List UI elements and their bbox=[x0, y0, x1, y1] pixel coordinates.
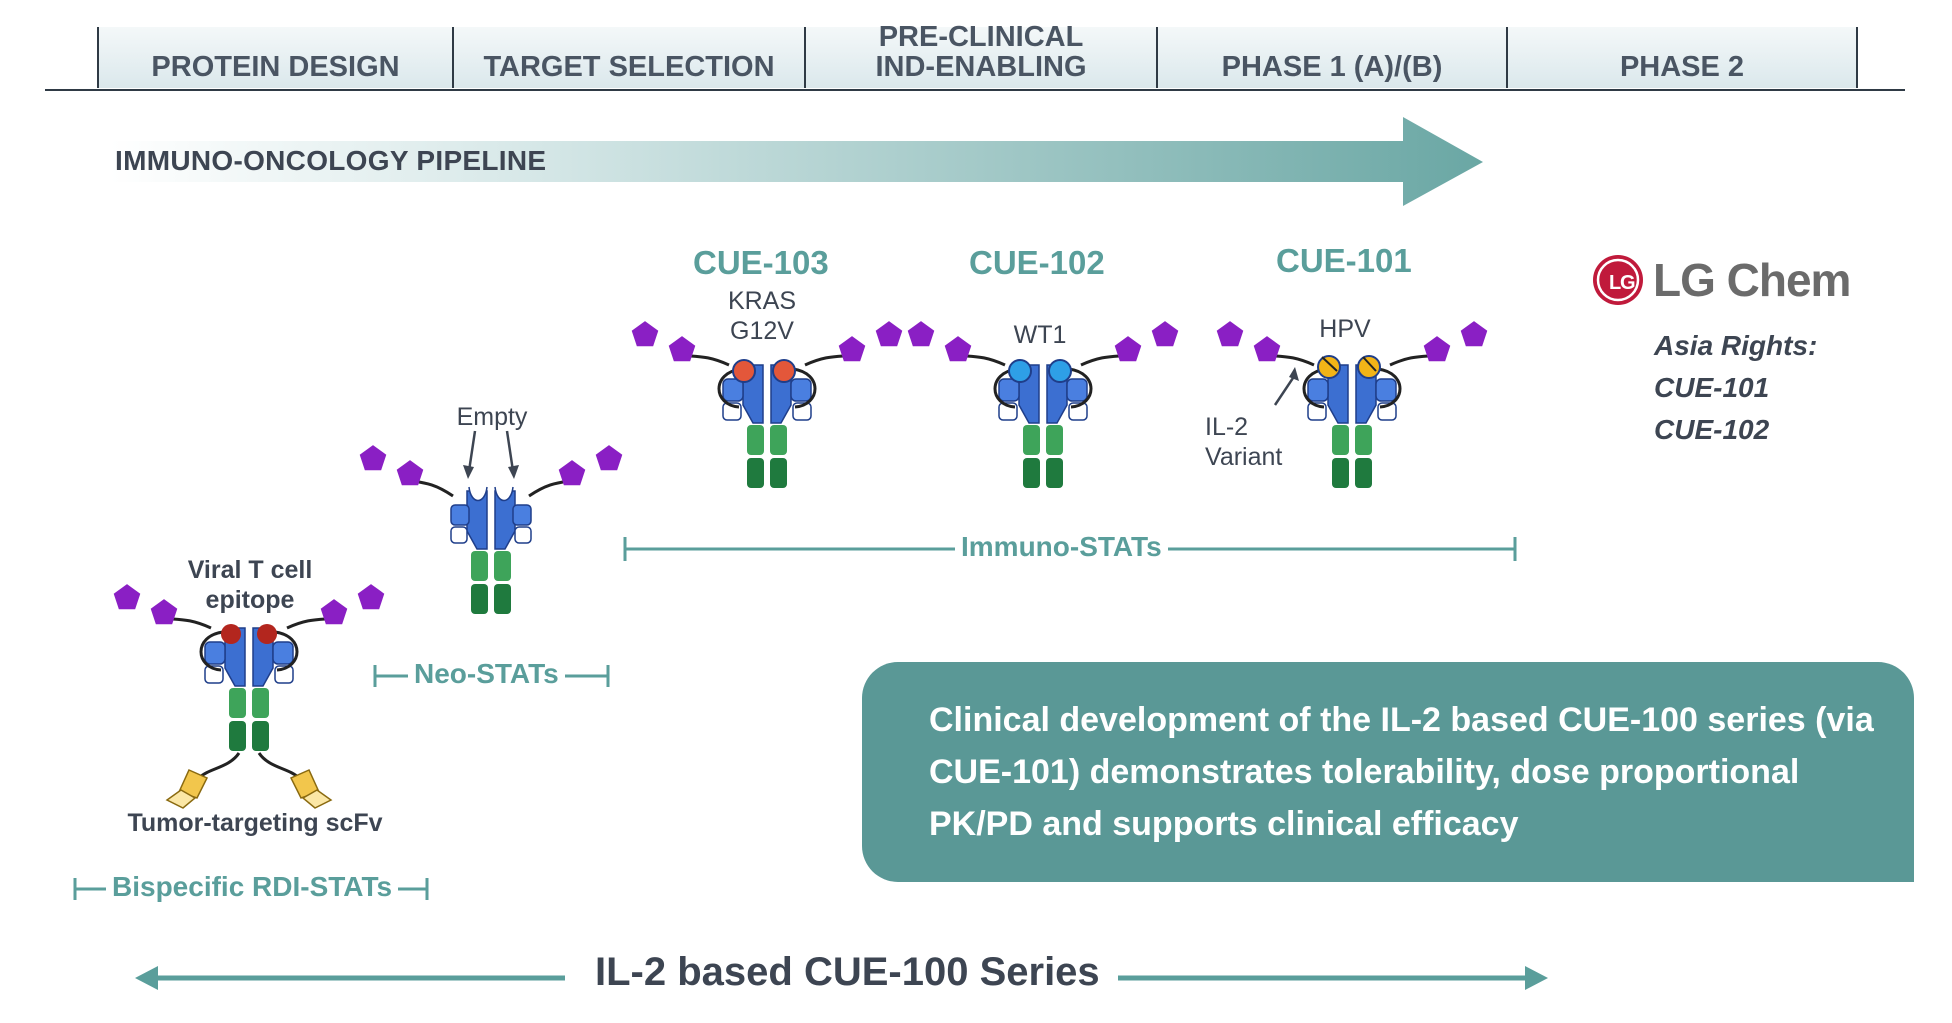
svg-text:L: L bbox=[1609, 272, 1621, 294]
cue-102-label: WT1 bbox=[1013, 321, 1067, 349]
peptide-dot bbox=[1317, 355, 1341, 379]
partner-name: LG Chem bbox=[1653, 254, 1851, 306]
asia-rights-item: CUE-102 bbox=[1654, 414, 1770, 445]
immuno-stats-label: Immuno-STATs bbox=[955, 531, 1168, 563]
peptide-dot bbox=[732, 359, 756, 383]
bispecific-bottom-label: Tumor-targeting scFv bbox=[127, 809, 383, 837]
neo-stat-molecule bbox=[359, 430, 623, 614]
svg-text:G: G bbox=[1620, 272, 1636, 294]
peptide-dot bbox=[1008, 359, 1032, 383]
peptide-dot bbox=[1048, 359, 1072, 383]
peptide-dot bbox=[221, 624, 241, 644]
phase-preclinical: PRE-CLINICAL IND-ENABLING bbox=[804, 22, 1156, 88]
pipeline-arrow bbox=[110, 117, 1483, 206]
cue-102-molecule bbox=[907, 321, 1179, 490]
peptide-dot bbox=[772, 359, 796, 383]
phase-target-selection: TARGET SELECTION bbox=[452, 27, 804, 88]
neo-empty-label: Empty bbox=[456, 403, 528, 431]
bispecific-top-label: Viral T cell epitope bbox=[187, 556, 313, 614]
asia-rights-title: Asia Rights: bbox=[1654, 330, 1818, 361]
series-arrow bbox=[135, 966, 1548, 990]
bispecific-molecule bbox=[113, 584, 385, 809]
pipeline-label: IMMUNO-ONCOLOGY PIPELINE bbox=[115, 145, 547, 176]
phase-header: PROTEIN DESIGN TARGET SELECTION PRE-CLIN… bbox=[45, 22, 1905, 91]
asia-rights-item: CUE-101 bbox=[1654, 372, 1770, 403]
cue-102-title: CUE-102 bbox=[969, 244, 1105, 281]
phase-protein-design: PROTEIN DESIGN bbox=[97, 27, 452, 88]
cue-103-molecule bbox=[631, 321, 903, 490]
peptide-dot bbox=[257, 624, 277, 644]
neo-stats-label: Neo-STATs bbox=[408, 658, 565, 690]
cue-103-title: CUE-103 bbox=[693, 244, 829, 281]
cue-101-molecule bbox=[1216, 321, 1488, 490]
phase-baseline bbox=[45, 89, 1905, 91]
cue-101-label: HPV bbox=[1319, 315, 1371, 343]
callout-box: Clinical development of the IL-2 based C… bbox=[862, 662, 1914, 882]
series-label: IL-2 based CUE-100 Series bbox=[595, 950, 1100, 994]
cue-101-title: CUE-101 bbox=[1276, 242, 1412, 279]
callout-text: Clinical development of the IL-2 based C… bbox=[929, 701, 1874, 843]
lg-logo-icon: L G bbox=[1593, 255, 1643, 305]
phase-2: PHASE 2 bbox=[1506, 27, 1858, 88]
peptide-dot bbox=[1357, 355, 1381, 379]
il2-variant-label: IL-2 Variant bbox=[1205, 413, 1283, 471]
cue-103-label: KRAS G12V bbox=[727, 287, 797, 345]
phase-1: PHASE 1 (A)/(B) bbox=[1156, 27, 1506, 88]
bispecific-label: Bispecific RDI-STATs bbox=[106, 871, 399, 903]
